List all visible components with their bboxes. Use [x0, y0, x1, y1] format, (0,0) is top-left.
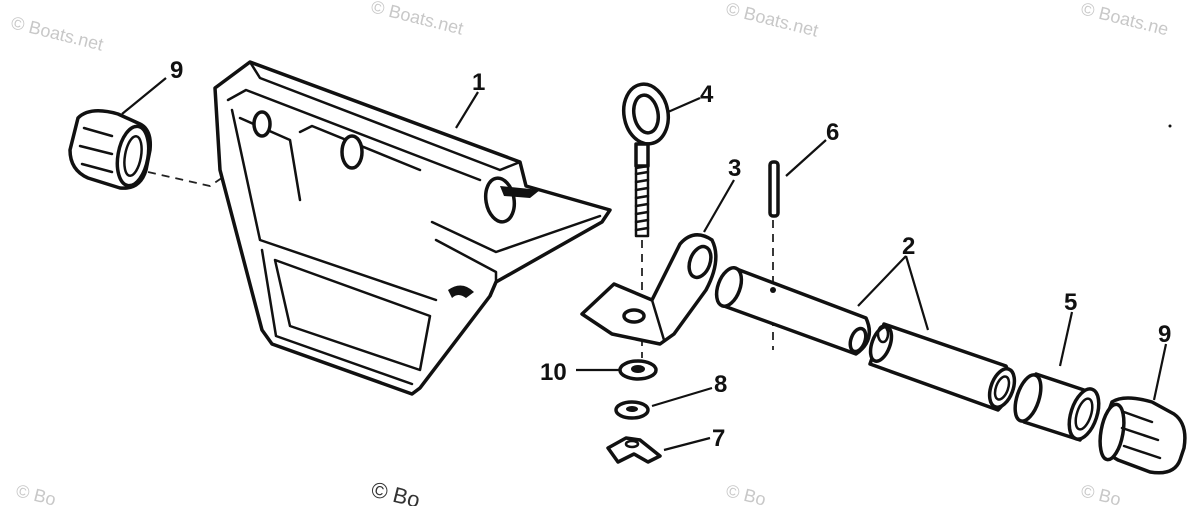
leader-line-9-right: [1152, 343, 1168, 401]
bracket-hole: [340, 134, 364, 170]
leader-line-6: [785, 139, 827, 177]
watermark-text: © Boats.net: [9, 12, 105, 54]
stray-dot: [1168, 124, 1172, 128]
leader-line-3: [703, 179, 735, 233]
watermark-text: © Bo: [14, 480, 58, 506]
tube-part-upper: [714, 266, 872, 356]
callout-7: 7: [712, 425, 725, 452]
sleeve-part: [1013, 372, 1101, 442]
pin-part: [768, 160, 780, 218]
watermark-text: © Boats.net: [724, 0, 820, 41]
watermark-text: © Bo: [724, 480, 768, 506]
watermark-text: © Boats.ne: [1079, 0, 1171, 39]
callout-5: 5: [1064, 289, 1077, 316]
callout-6: 6: [826, 119, 839, 146]
callout-8: 8: [714, 371, 727, 398]
callout-3: 3: [728, 155, 741, 182]
eye-bolt-part: [621, 82, 671, 238]
bracket-hole: [252, 110, 272, 138]
leader-line-7: [663, 436, 711, 452]
callout-1: 1: [472, 69, 485, 96]
wing-nut-part: [606, 436, 662, 464]
callout-9-left: 9: [170, 57, 183, 84]
watermark-text: © Bo: [1079, 480, 1123, 506]
callout-10: 10: [540, 359, 567, 386]
angle-bracket-part: [580, 233, 718, 346]
leader-lines: [121, 77, 1168, 452]
watermark-text: © Bo: [369, 477, 423, 506]
callout-4: 4: [700, 81, 714, 108]
end-cap-left-part: [68, 109, 153, 190]
bracket-part: [213, 60, 612, 396]
leader-line-9-left: [121, 77, 167, 115]
lock-washer-part: [618, 359, 658, 381]
callout-9-right: 9: [1158, 321, 1171, 348]
tube-part-lower: [868, 322, 1017, 412]
callout-2: 2: [902, 233, 915, 260]
leader-line-2: [857, 255, 930, 331]
leader-line-4: [667, 96, 701, 114]
end-cap-right-part: [1098, 396, 1187, 475]
flat-washer-part: [614, 400, 650, 420]
leader-line-1: [455, 91, 479, 129]
watermark-text: © Boats.net: [369, 0, 465, 39]
leader-line-8: [651, 386, 713, 408]
leader-line-5: [1058, 311, 1074, 367]
callout-layer: 9 1 4 3 6 2 5 9 10 8 7: [170, 57, 1171, 452]
